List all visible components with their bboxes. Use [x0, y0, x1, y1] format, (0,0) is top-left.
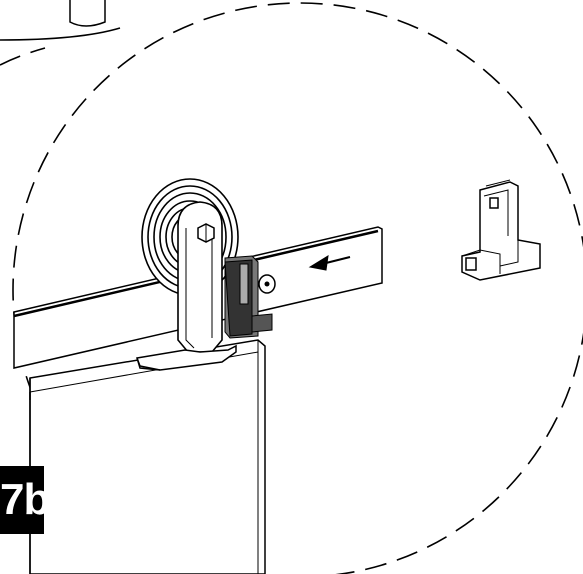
door-mounting-plate: [136, 344, 237, 371]
hex-bolt: [197, 223, 215, 243]
upper-detail-fragment: [0, 0, 121, 41]
anti-jump-clip-part: [461, 179, 541, 281]
zoom-callout-arc: [0, 47, 46, 66]
step-number-badge: 7b: [0, 466, 50, 534]
rail-mounting-hole: [258, 274, 276, 294]
detail-zoom-circle: [12, 2, 583, 574]
direction-arrow: [308, 255, 351, 271]
anti-jump-block: [224, 255, 273, 339]
hanger-strap: [177, 201, 223, 353]
door-panel: [29, 339, 266, 574]
